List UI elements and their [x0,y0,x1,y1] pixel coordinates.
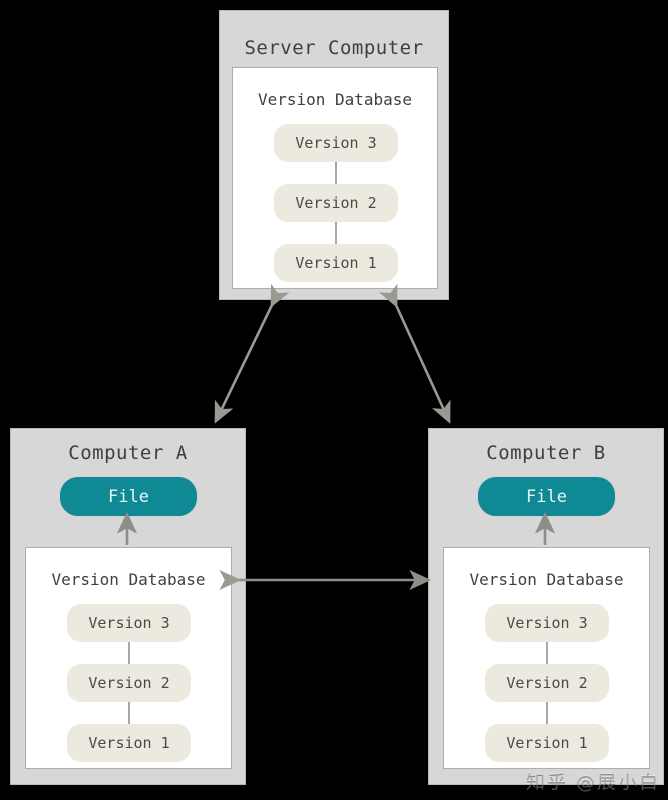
file-pill-computer-b: File [477,476,616,517]
version-pill-server-3: Version 3 [274,124,398,162]
pill-connector-b-2-1 [546,702,548,726]
version-database-title-computer-a: Version Database [51,570,206,589]
version-pill-a-1: Version 1 [67,724,191,762]
watermark: 知乎 @展小白 [525,771,660,793]
version-pill-b-1: Version 1 [485,724,609,762]
version-pill-b-3: Version 3 [485,604,609,642]
version-database-computer-b: Version Database Version 3 Version 2 Ver… [443,547,650,769]
panel-title-computer-a: Computer A [68,442,188,464]
version-database-server: Version Database Version 3 Version 2 Ver… [232,67,438,289]
arrow-server-to-computer-b [378,283,451,424]
panel-title-computer-b: Computer B [486,442,606,464]
version-database-computer-a: Version Database Version 3 Version 2 Ver… [25,547,232,769]
version-pill-server-1: Version 1 [274,244,398,282]
version-pill-a-3: Version 3 [67,604,191,642]
version-pill-b-2: Version 2 [485,664,609,702]
arrow-server-to-computer-a [214,283,290,424]
panel-title-server-computer: Server Computer [244,37,424,59]
panel-computer-b: Computer B File Version Database Version… [428,428,664,785]
pill-connector-server-3-2 [335,162,337,186]
version-pill-server-2: Version 2 [274,184,398,222]
file-pill-computer-a: File [59,476,198,517]
panel-computer-a: Computer A File Version Database Version… [10,428,246,785]
pill-connector-a-3-2 [128,642,130,666]
version-database-title-computer-b: Version Database [469,570,624,589]
pill-connector-b-3-2 [546,642,548,666]
pill-connector-server-2-1 [335,222,337,246]
pill-connector-a-2-1 [128,702,130,726]
panel-server-computer: Server Computer Version Database Version… [219,10,449,300]
version-pill-a-2: Version 2 [67,664,191,702]
version-database-title-server: Version Database [257,90,413,109]
